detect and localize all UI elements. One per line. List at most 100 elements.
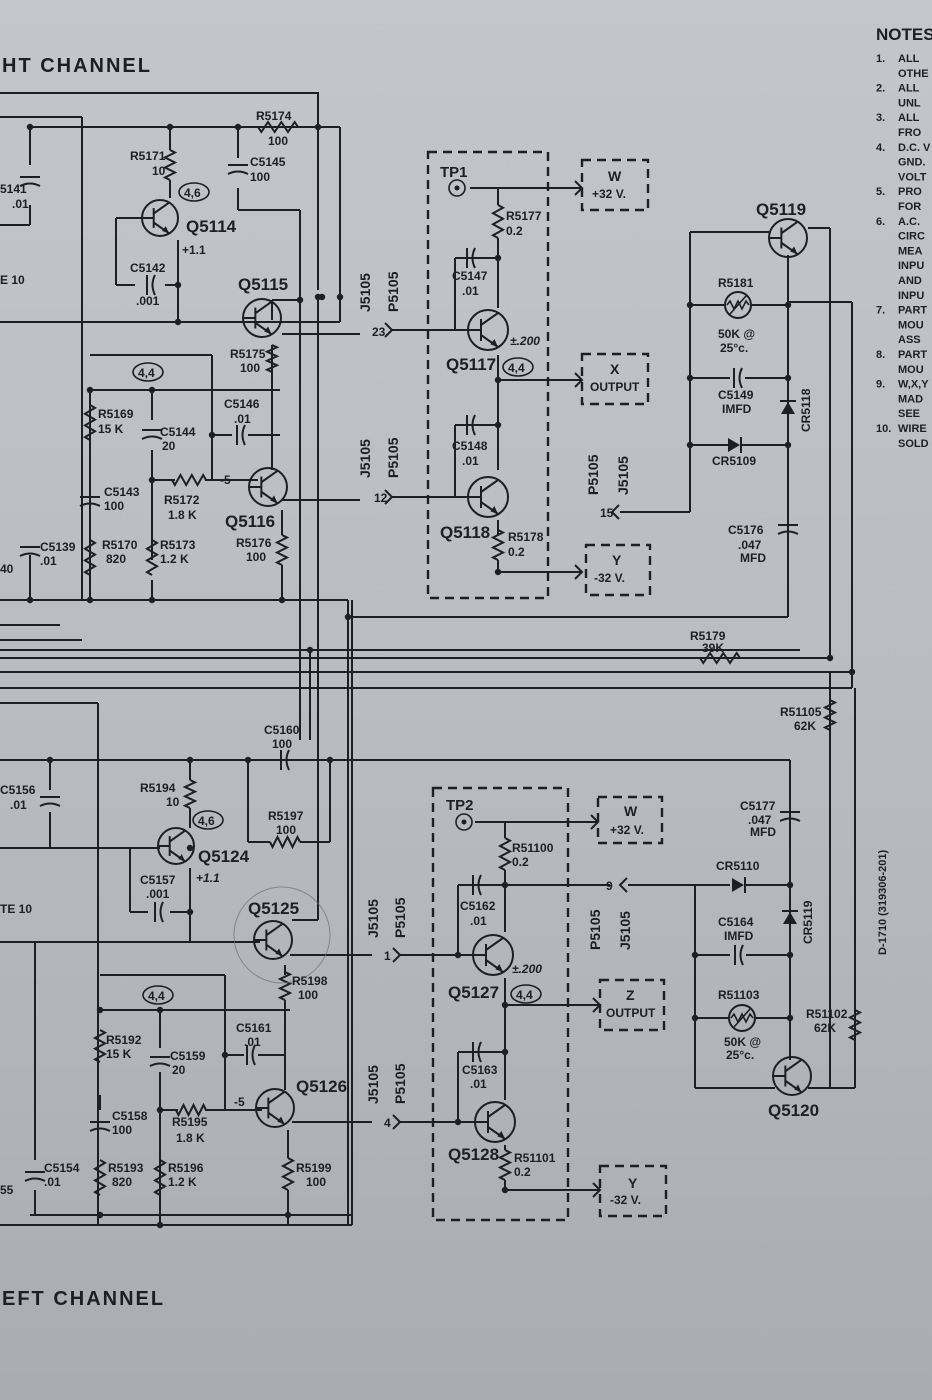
r5173-label: R5173 <box>160 538 196 552</box>
j23-plug-label: P5105 <box>385 271 401 312</box>
r5194-resistor-icon <box>182 779 198 809</box>
r5192-resistor-icon <box>92 1029 108 1063</box>
y-output-arrow-icon <box>574 564 584 580</box>
q5125-label: Q5125 <box>248 899 299 918</box>
c5146-value: .01 <box>234 412 251 426</box>
c5161-value: .01 <box>244 1035 261 1049</box>
q5117-voltage: ±.200 <box>510 334 540 348</box>
c5143-capacitor-icon <box>79 496 101 507</box>
r5172-value: 1.8 K <box>168 508 197 522</box>
c5141-capacitor-icon <box>19 176 41 187</box>
r5179-label: R5179 <box>690 629 726 643</box>
y-output-voltage: -32 V. <box>594 571 625 585</box>
r5170-resistor-icon <box>83 539 97 576</box>
r5175-value: 100 <box>240 361 260 375</box>
r5181-value: 50K @ <box>718 327 755 341</box>
transistor-group <box>141 199 812 1143</box>
cr5119-diode-icon <box>782 910 798 924</box>
note-number: 5. <box>876 186 885 198</box>
r5174-resistor-icon <box>257 120 299 134</box>
c5147-value: .01 <box>462 284 479 298</box>
note-text: GND. <box>898 157 926 169</box>
q5115-transistor-icon <box>242 298 282 338</box>
j23-jack-label: J5105 <box>357 273 373 312</box>
r5175-resistor-icon <box>264 344 280 373</box>
right-channel-wiring <box>0 92 853 1225</box>
q5127-transistor-icon <box>472 934 514 976</box>
r51102-label: R51102 <box>806 1007 848 1021</box>
cr5109-label: CR5109 <box>712 454 756 468</box>
cr5118-diode-icon <box>780 400 796 414</box>
r5178-resistor-icon <box>490 529 506 561</box>
j4-jack-label: J5105 <box>365 1065 381 1104</box>
q5114-voltage: +1.1 <box>182 243 206 257</box>
q5128-transistor-icon <box>474 1101 516 1143</box>
c5149-label: C5149 <box>718 388 754 402</box>
c5154-left-value: 55 <box>0 1183 14 1197</box>
r5196-label: R5196 <box>168 1161 204 1175</box>
q5120-label: Q5120 <box>768 1101 819 1120</box>
note-text: MEA <box>898 245 923 257</box>
c5176-unit: MFD <box>740 551 766 565</box>
w-output-voltage: +32 V. <box>592 187 626 201</box>
pin-4-arrow-icon <box>392 1114 402 1130</box>
c5143-value: 100 <box>104 499 124 513</box>
r5198-label: R5198 <box>292 974 328 988</box>
right-note-ref-44: 4,4 <box>138 366 155 380</box>
c5160-label: C5160 <box>264 723 300 737</box>
c5177-unit: MFD <box>750 825 776 839</box>
c5158-capacitor-icon <box>89 1121 111 1132</box>
r5199-value: 100 <box>306 1175 326 1189</box>
r5173-value: 1.2 K <box>160 552 189 566</box>
left-y-output-arrow-icon <box>592 1182 602 1198</box>
c5164-capacitor-icon <box>734 944 744 966</box>
r5173-resistor-icon <box>145 539 159 576</box>
note-text: AND <box>898 275 922 287</box>
component-group <box>19 120 863 1229</box>
note-number: 9. <box>876 379 885 391</box>
r51103-temp: 25°c. <box>726 1048 754 1062</box>
r5179-value: 39K <box>702 641 724 655</box>
c5159-capacitor-icon <box>149 1056 171 1067</box>
r51100-label: R51100 <box>512 841 554 855</box>
r51101-resistor-icon <box>497 1149 513 1181</box>
note-text: UNL <box>898 97 921 109</box>
r5176-resistor-icon <box>274 534 290 566</box>
q5124-note-ref: 4,6 <box>198 814 215 828</box>
z-output-label: Z <box>626 987 635 1003</box>
r51103-label: R51103 <box>718 988 760 1002</box>
note-text: OTHE <box>898 68 929 80</box>
q5127-note-ref: 4,4 <box>516 988 533 1002</box>
r5176-label: R5176 <box>236 536 272 550</box>
c5163-capacitor-icon <box>472 1041 482 1063</box>
q5127-voltage: ±.200 <box>512 962 542 976</box>
note-text: PRO <box>898 186 922 198</box>
r5175-label: R5175 <box>230 347 266 361</box>
q5126-label: Q5126 <box>296 1077 347 1096</box>
c5157-value: .001 <box>146 887 170 901</box>
r5197-resistor-icon <box>269 834 301 850</box>
c5143-label: C5143 <box>104 485 140 499</box>
right-channel-title: HT CHANNEL <box>2 55 152 77</box>
r5198-resistor-icon <box>277 971 293 1001</box>
c5156-capacitor-icon <box>39 796 61 807</box>
r51101-label: R51101 <box>514 1151 556 1165</box>
c5163-value: .01 <box>470 1077 487 1091</box>
r5196-value: 1.2 K <box>168 1175 197 1189</box>
r5171-label: R5171 <box>130 149 166 163</box>
j1-jack-label: J5105 <box>365 899 381 938</box>
c5147-capacitor-icon <box>466 247 476 269</box>
r5193-resistor-icon <box>93 1159 107 1196</box>
cr5118-label: CR5118 <box>799 388 813 432</box>
c5158-value: 100 <box>112 1123 132 1137</box>
p9-jack-label: J5105 <box>617 911 633 950</box>
r51102-value: 62K <box>814 1021 836 1035</box>
r5172-label: R5172 <box>164 493 200 507</box>
c5160-value: 100 <box>272 737 292 751</box>
cr5110-diode-icon <box>732 877 746 893</box>
q5116-label: Q5116 <box>225 512 275 531</box>
r5195-resistor-icon <box>175 1102 207 1118</box>
q5117-transistor-icon <box>467 309 509 351</box>
c5146-capacitor-icon <box>236 424 246 446</box>
